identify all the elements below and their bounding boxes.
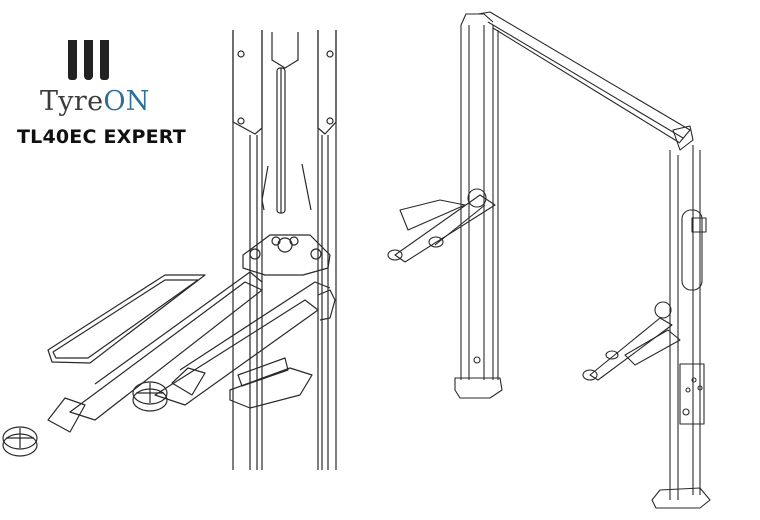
brand-logo: TyreON TL40EC EXPERT xyxy=(0,0,210,170)
column-detail xyxy=(233,30,336,470)
brand-name: TyreON xyxy=(40,86,150,117)
arms-right-post xyxy=(583,302,680,380)
left-post xyxy=(455,14,502,398)
model-name: TL40EC EXPERT xyxy=(17,126,186,148)
overhead-beam xyxy=(478,12,693,150)
swing-arm-detail xyxy=(3,272,335,456)
brand-name-part2: ON xyxy=(103,86,150,117)
logo-bar xyxy=(84,40,93,80)
arms-left-post xyxy=(388,189,495,262)
right-post xyxy=(652,145,710,508)
three-bars-icon xyxy=(68,40,109,80)
brand-name-part1: Tyre xyxy=(40,86,104,117)
logo-bar xyxy=(68,40,77,80)
logo-bar xyxy=(100,40,109,80)
